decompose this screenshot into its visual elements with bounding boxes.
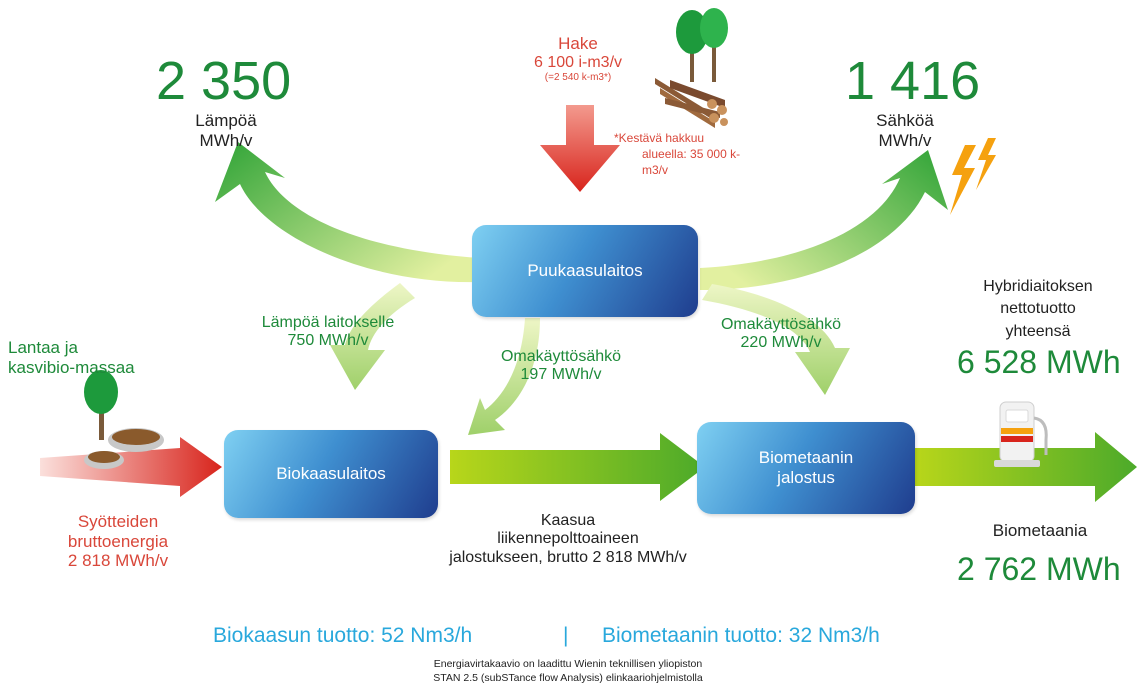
hybrid-label: Hybridiaitoksen nettotuotto yhteensä	[958, 276, 1118, 343]
own-electricity-left-label: Omakäyttösähkö 197 MWh/v	[486, 348, 636, 385]
own-elec-right-line2: 220 MWh/v	[740, 334, 822, 352]
biomethane-yield: Biometaanin tuotto: 32 Nm3/h	[602, 624, 880, 647]
biomethane-upgrading-box: Biometaanin jalostus	[697, 422, 915, 514]
plant-heat-label: Lämpöä laitokselle 750 MWh/v	[228, 314, 428, 351]
heat-label-line2: MWh/v	[199, 130, 253, 150]
feed-energy-line3: 2 818 MWh/v	[67, 551, 169, 571]
electricity-label-line2: MWh/v	[878, 130, 932, 150]
feed-energy-line2: bruttoenergia	[67, 531, 169, 551]
wood-gas-label: Puukaasulaitos	[527, 261, 643, 280]
own-elec-left-line1: Omakäyttösähkö	[500, 348, 622, 365]
own-elec-right-line1: Omakäyttösähkö	[720, 316, 842, 333]
biogas-yield: Biokaasun tuotto: 52 Nm3/h	[213, 624, 473, 647]
own-electricity-right-label: Omakäyttösähkö 220 MWh/v	[706, 316, 856, 353]
plant-heat-line2: 750 MWh/v	[287, 332, 369, 350]
upgrade-label-line1: Biometaanin	[758, 448, 854, 467]
chips-input-arrow	[540, 105, 620, 192]
plant-heat-line1: Lämpöä laitokselle	[261, 314, 395, 331]
footnote-line1: Energiavirtakaavio on laadittu Wienin te…	[433, 658, 703, 670]
gas-line2: liikennepolttoaineen	[497, 530, 639, 548]
chips-title: Hake	[558, 34, 598, 53]
electricity-label: Sähköä MWh/v	[865, 111, 945, 150]
chips-note: *Kestävä hakkuu alueella: 35 000 k- m3/v	[614, 130, 740, 179]
gas-line3: jalostukseen, brutto 2 818 MWh/v	[449, 548, 687, 566]
hybrid-line1: Hybridiaitoksen	[983, 278, 1093, 295]
feedstock-line1: Lantaa ja	[8, 338, 78, 357]
heat-flow-arrow	[215, 142, 480, 283]
heat-label: Lämpöä MWh/v	[186, 111, 266, 150]
logs-icon	[655, 78, 728, 128]
gas-line1: Kaasua	[540, 512, 596, 529]
footnote: Energiavirtakaavio on laadittu Wienin te…	[318, 658, 818, 685]
plant-heat-arrow	[330, 283, 415, 390]
own-electricity-right-arrow	[702, 284, 850, 395]
wood-gasification-plant-box: Puukaasulaitos	[472, 225, 698, 317]
chips-amount: 6 100 i-m3/v	[533, 53, 623, 71]
footnote-line2: STAN 2.5 (subSTance flow Analysis) elink…	[433, 671, 703, 684]
electricity-label-line1: Sähköä	[876, 111, 934, 130]
electricity-flow-arrow	[700, 150, 948, 290]
tree-icon	[676, 8, 728, 82]
own-electricity-left-arrow	[468, 318, 540, 435]
feedstock-tree-icon	[84, 370, 118, 440]
heat-value: 2 350	[156, 51, 292, 111]
gas-flow-label: Kaasua liikennepolttoaineen jalostukseen…	[408, 512, 728, 567]
fuel-pump-icon	[994, 401, 1048, 467]
biomethane-value: 2 762 MWh	[957, 551, 1121, 587]
chips-note-line1: *Kestävä hakkuu	[614, 131, 705, 145]
chips-sub: (=2 540 k-m3*)	[544, 71, 612, 83]
biogas-plant-box: Biokaasulaitos	[224, 430, 438, 518]
feedstock-energy-label: Syötteiden bruttoenergia 2 818 MWh/v	[38, 512, 198, 571]
upgrade-label-line2: jalostus	[777, 468, 835, 487]
chips-note-line2: alueella: 35 000 k-	[642, 147, 741, 162]
manure-bowls-icon	[84, 428, 164, 469]
gas-flow-arrow	[450, 433, 705, 501]
chips-note-line3: m3/v	[642, 163, 669, 178]
feedstock-line2: kasvibio-massaa	[8, 357, 135, 377]
feed-energy-line1: Syötteiden	[77, 512, 159, 531]
biogas-label: Biokaasulaitos	[276, 464, 386, 483]
feedstock-label: Lantaa ja kasvibio-massaa	[8, 338, 135, 377]
heat-label-line1: Lämpöä	[195, 111, 257, 130]
hybrid-line2: nettotuotto	[1000, 300, 1076, 318]
feedstock-input-arrow	[40, 437, 222, 497]
biomethane-label: Biometaania	[992, 521, 1088, 540]
chips-input-text: Hake 6 100 i-m3/v (=2 540 k-m3*)	[508, 34, 648, 83]
hybrid-total-value: 6 528 MWh	[957, 344, 1121, 380]
hybrid-line3: yhteensä	[1005, 322, 1071, 340]
yield-separator: |	[563, 624, 569, 647]
electricity-value: 1 416	[845, 51, 981, 111]
own-elec-left-line2: 197 MWh/v	[520, 366, 602, 384]
lightning-icon	[950, 138, 996, 215]
